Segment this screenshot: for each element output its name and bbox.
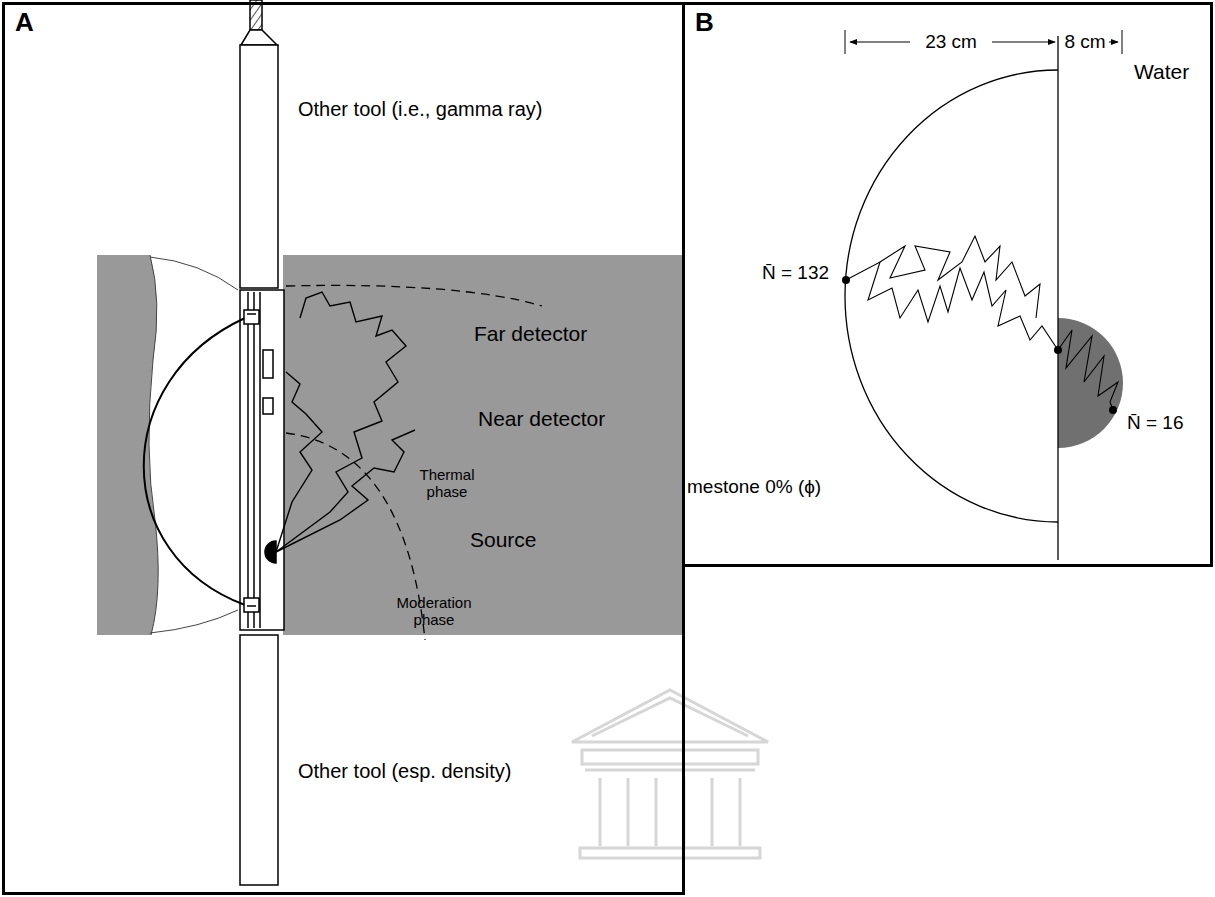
panel-letter: B	[695, 9, 714, 35]
watermark	[572, 690, 768, 858]
model-geometry	[842, 30, 1123, 560]
medium-label: Water	[1134, 60, 1189, 84]
count-label: N̄ = 16	[1127, 412, 1184, 434]
formation	[97, 255, 683, 635]
logging-tool	[144, 0, 284, 885]
count-label: N̄ = 132	[762, 262, 829, 284]
phase-label: Thermal phase	[414, 466, 480, 501]
panel-letter: A	[15, 9, 34, 35]
dimension: 23 cm	[922, 31, 980, 53]
tool-label: Other tool (i.e., gamma ray)	[298, 98, 543, 121]
source-label: Source	[470, 528, 537, 552]
neutron-path	[276, 292, 415, 552]
detector-label: Far detector	[474, 322, 587, 346]
tool-label: Other tool (esp. density)	[298, 760, 511, 783]
phase-label: Moderation phase	[392, 594, 476, 629]
dimension: 8 cm	[1061, 31, 1108, 53]
medium-label: mestone 0% (ϕ)	[687, 476, 821, 498]
detector-label: Near detector	[478, 407, 605, 431]
